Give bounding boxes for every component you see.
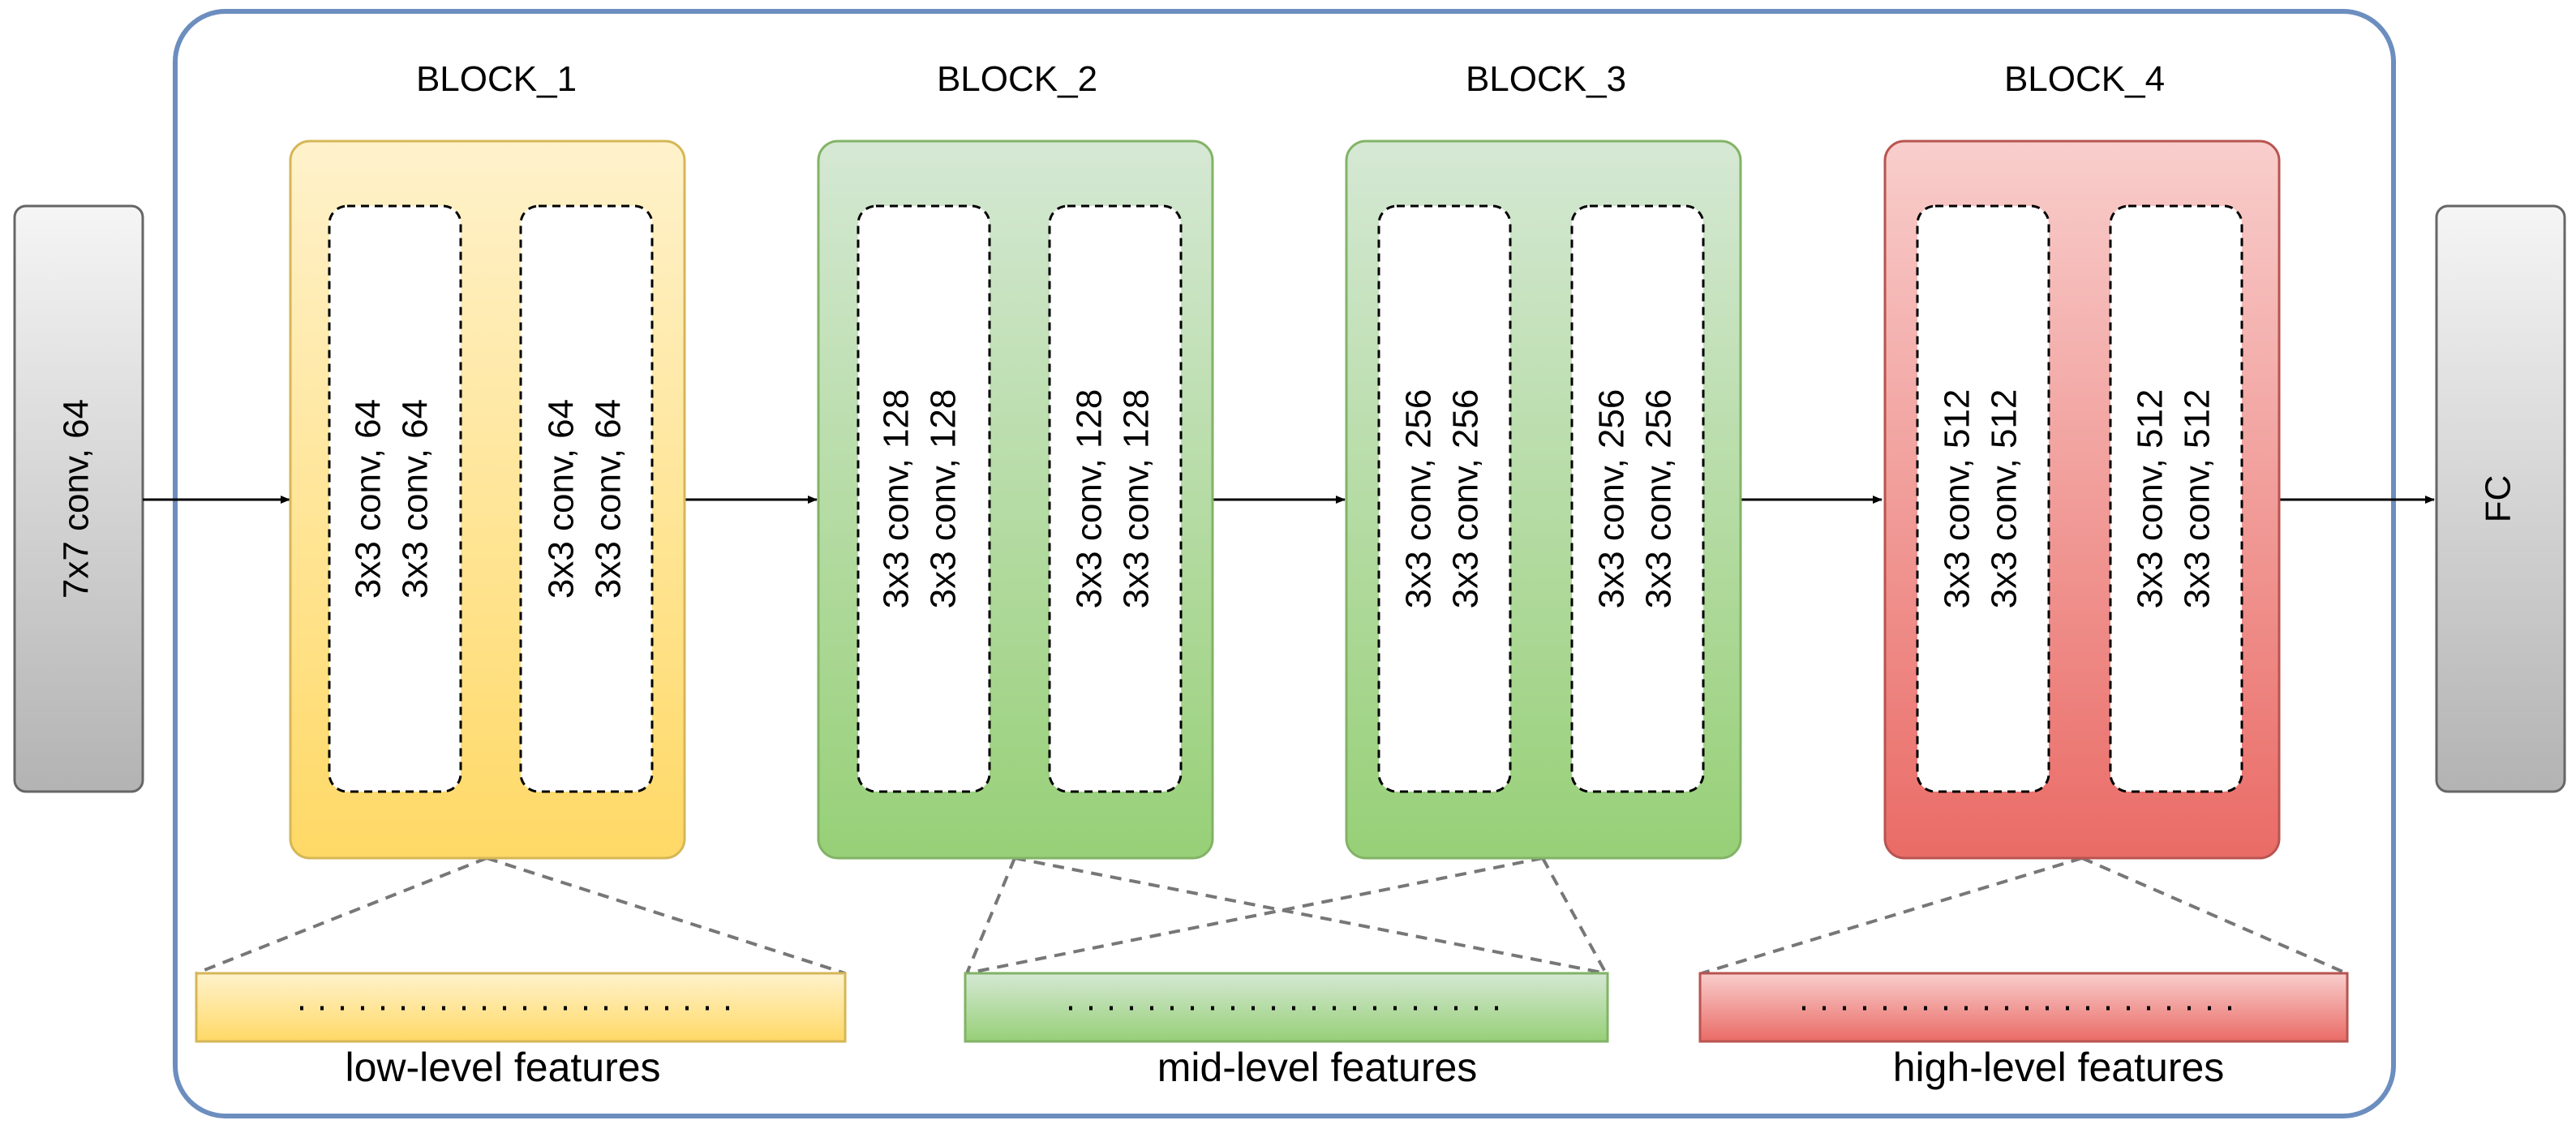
conv-layer-label: 3x3 conv, 512 xyxy=(2178,389,2218,609)
conv-layer-label: 3x3 conv, 512 xyxy=(1938,389,1977,609)
feature-label: mid-level features xyxy=(1157,1045,1478,1090)
conv-layer-label: 3x3 conv, 256 xyxy=(1399,389,1439,609)
conv-group xyxy=(1570,204,1705,793)
projection-block3-left xyxy=(966,856,1543,975)
block-3-title: BLOCK_3 xyxy=(1466,59,1626,99)
feature-bar-high: high-level features xyxy=(1698,972,2349,1090)
conv-layer-label: 3x3 conv, 512 xyxy=(2131,389,2170,609)
conv-layer-label: 3x3 conv, 128 xyxy=(1070,389,1110,609)
fc-label: FC xyxy=(2479,475,2518,523)
conv-group xyxy=(2109,204,2243,793)
feature-bar-mid: mid-level features xyxy=(964,972,1609,1090)
feature-label: low-level features xyxy=(345,1045,660,1090)
conv-layer-label: 3x3 conv, 512 xyxy=(1985,389,2024,609)
projection-block2-left xyxy=(965,857,1016,974)
feature-bar xyxy=(195,972,847,1043)
conv-layer-label: 3x3 conv, 256 xyxy=(1446,389,1486,609)
conv-layer-label: 3x3 conv, 64 xyxy=(396,399,436,599)
feature-bar-low: low-level features xyxy=(195,972,847,1090)
conv-layer-label: 3x3 conv, 256 xyxy=(1592,389,1632,609)
projection-block3-right xyxy=(1541,857,1608,974)
conv-layer-label: 3x3 conv, 64 xyxy=(349,399,389,599)
projection-block4-left xyxy=(1701,856,2083,975)
feature-projections xyxy=(195,856,2347,975)
block-4-title: BLOCK_4 xyxy=(2004,59,2165,99)
projection-block1-right xyxy=(486,856,846,975)
input-conv-label: 7x7 conv, 64 xyxy=(57,399,97,599)
block-1: BLOCK_1 3x3 conv, 64 3x3 conv, 64 3x3 co… xyxy=(289,59,686,860)
feature-label: high-level features xyxy=(1893,1045,2225,1090)
conv-group xyxy=(857,204,991,793)
block-2: BLOCK_2 3x3 conv, 128 3x3 conv, 128 3x3 … xyxy=(817,59,1214,860)
block-3: BLOCK_3 3x3 conv, 256 3x3 conv, 256 3x3 … xyxy=(1345,59,1742,860)
conv-layer-label: 3x3 conv, 64 xyxy=(542,399,582,599)
block-1-title: BLOCK_1 xyxy=(416,59,577,99)
conv-layer-label: 3x3 conv, 128 xyxy=(877,389,917,609)
conv-group xyxy=(1048,204,1183,793)
projection-block4-right xyxy=(2081,856,2347,975)
conv-group xyxy=(328,204,462,793)
conv-layer-label: 3x3 conv, 256 xyxy=(1639,389,1679,609)
block-2-title: BLOCK_2 xyxy=(937,59,1097,99)
projection-block2-right xyxy=(1014,856,1607,975)
feature-bar xyxy=(964,972,1609,1043)
conv-group xyxy=(1916,204,2050,793)
conv-layer-label: 3x3 conv, 128 xyxy=(924,389,964,609)
network-container xyxy=(173,9,2396,1118)
conv-layer-label: 3x3 conv, 128 xyxy=(1117,389,1157,609)
projection-block1-left xyxy=(195,856,487,975)
conv-group xyxy=(1377,204,1512,793)
fc-box xyxy=(2435,204,2566,793)
conv-group xyxy=(519,204,654,793)
conv-layer-label: 3x3 conv, 64 xyxy=(589,399,629,599)
block-4: BLOCK_4 3x3 conv, 512 3x3 conv, 512 3x3 … xyxy=(1883,59,2281,860)
feature-bar xyxy=(1698,972,2349,1043)
